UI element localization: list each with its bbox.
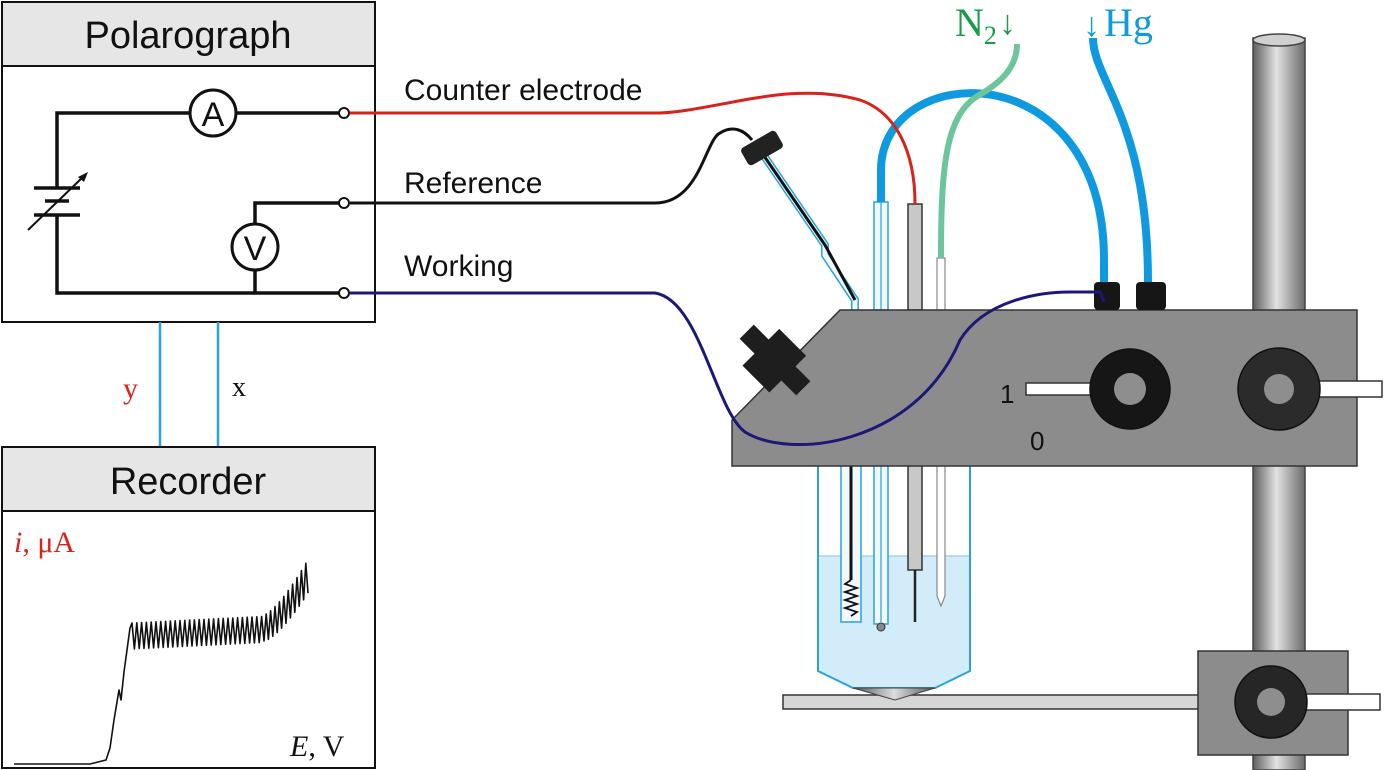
electrode-upper-parts [741, 130, 946, 311]
cell-holder-block: 1 0 [731, 282, 1383, 467]
counter-electrode-label: Counter electrode [404, 74, 642, 107]
mercury-connector-icon [1136, 282, 1166, 310]
reference-electrode-wire [350, 127, 754, 205]
ammeter-icon: A [188, 88, 238, 138]
polarogram-trace [14, 562, 309, 765]
current-axis-label: i, μA [14, 526, 75, 559]
counter-electrode-wire [350, 91, 917, 205]
reference-cap-icon [741, 130, 783, 166]
recorder-box: Recorder i, μA E, V [1, 446, 376, 769]
mercury-drop-icon [876, 622, 886, 632]
working-electrode-label: Working [404, 250, 513, 283]
variable-battery-icon [27, 172, 88, 231]
switch-off-label: 0 [1030, 426, 1044, 456]
ammeter-symbol: A [202, 96, 225, 134]
terminal-counter [338, 107, 350, 119]
nitrogen-inlet-label: N2↓ [955, 0, 1016, 50]
polarograph-circuit [55, 111, 341, 295]
y-signal-label: y [123, 372, 138, 405]
reference-coil-icon [842, 579, 860, 617]
recorder-title: Recorder [110, 461, 267, 503]
voltmeter-symbol: V [244, 230, 267, 268]
cell-stand-plate [782, 694, 1204, 710]
mercury-supply-tube [1089, 37, 1152, 283]
polarograph-title: Polarograph [84, 15, 291, 57]
electrode-lower-parts [840, 461, 946, 632]
voltmeter-icon: V [230, 222, 280, 272]
nitrogen-tube [938, 43, 1020, 259]
lower-clamp [1197, 650, 1381, 756]
switch-on-label: 1 [1000, 379, 1014, 409]
x-signal-label: x [232, 372, 246, 403]
connections [350, 37, 1152, 447]
working-electrode-wire [350, 290, 1106, 447]
working-connector-icon [1094, 282, 1120, 310]
potential-axis-label: E, V [289, 730, 345, 763]
block-clamp-screw-icon [739, 324, 811, 396]
polarograph-box: Polarograph A V [1, 1, 376, 323]
terminal-working [338, 287, 350, 299]
terminal-reference [338, 197, 350, 209]
recorder-signal-lines [158, 322, 220, 447]
reference-electrode-label: Reference [404, 167, 542, 200]
mercury-capillary-tube [877, 89, 1108, 282]
mercury-inlet-label: ↓Hg [1083, 0, 1153, 45]
